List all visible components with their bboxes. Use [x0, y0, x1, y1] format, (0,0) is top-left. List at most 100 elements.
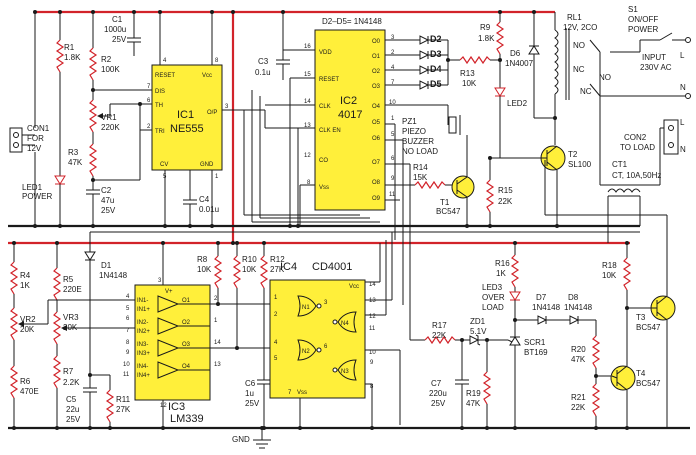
ic1-pin-dis: DIS	[155, 89, 165, 95]
ic4-pin-vss: Vss	[297, 390, 307, 396]
ic2-pin-co: CO	[319, 158, 328, 164]
ic1-pinno-7: 7	[147, 84, 151, 90]
ic1-pinno-2: 2	[147, 124, 151, 130]
ic2-pinno-7: 7	[391, 80, 395, 86]
vr2-label: VR2	[20, 315, 36, 324]
r7-value: 2.2K	[63, 378, 80, 387]
r7-label: R7	[63, 367, 74, 376]
r21-value: 22K	[571, 403, 586, 412]
r9-label: R9	[480, 23, 491, 32]
r14-label: R14	[413, 163, 428, 172]
r16-label: R16	[495, 259, 510, 268]
r15-value: 22K	[498, 197, 513, 206]
ic1-ne555: RESET Vcc DIS TH TRI O/P CV GND IC1 NE55…	[147, 12, 315, 226]
ic2-4017: VDD RESET CLK CLK EN CO Vss O0 O1 O2 O3 …	[265, 12, 396, 226]
capacitor-c1: C1 1000u 25V	[104, 12, 141, 56]
con1-power-input: CON1 FOR 12V	[9, 12, 50, 226]
con1-label: CON1	[27, 124, 50, 133]
ic4-pinno-13: 13	[369, 298, 376, 304]
ic2-pinno-8: 8	[307, 180, 311, 186]
ic2-pin-o1: O1	[372, 54, 381, 60]
ic1-pin-cv: CV	[160, 162, 168, 168]
con2-label: CON2	[624, 133, 647, 142]
ic2-name: IC2	[340, 95, 357, 107]
ic4-pin-vcc: Vcc	[349, 284, 359, 290]
ic1-pin-vcc: Vcc	[202, 73, 212, 79]
zd1-value: 5.1V	[470, 327, 487, 336]
ic3-pin-o3: O3	[182, 342, 191, 348]
input-l: L	[680, 51, 685, 60]
input-value: 230V AC	[640, 63, 672, 72]
ic2-pin-clk: CLK	[319, 104, 331, 110]
load-output: L N CON2 TO LOAD CT1 CT, 10A,50Hz	[599, 118, 686, 243]
d8-label: D8	[568, 293, 579, 302]
ic3-pinno-13: 13	[214, 362, 221, 368]
ic4-pinno-2: 2	[274, 312, 278, 318]
ic1-body	[151, 64, 223, 171]
r10-value: 10K	[242, 265, 257, 274]
ic3-pinno-2: 2	[214, 296, 218, 302]
ic2-pinno-13: 13	[304, 123, 311, 129]
ic3-pinno-7: 7	[126, 328, 130, 334]
t3-label: T3	[636, 313, 646, 322]
ic3-pin-in2p: IN2+	[137, 329, 150, 335]
pz1-desc1: PIEZO	[402, 127, 426, 136]
r18-value: 10K	[602, 271, 617, 280]
ic1-pin-op: O/P	[207, 110, 217, 116]
r1-value: 1.8K	[64, 53, 81, 62]
diodes-note: D2–D5= 1N4148	[322, 17, 382, 26]
ic2-pinno-14: 14	[304, 99, 311, 105]
ic2-pinno-16: 16	[304, 44, 311, 50]
ic4-pinno-3: 3	[324, 300, 328, 306]
ic2-pinno-5: 5	[391, 132, 395, 138]
d3-label: D3	[430, 49, 442, 59]
led3-desc2: LOAD	[482, 303, 504, 312]
t4-label: T4	[636, 369, 646, 378]
led1-desc: POWER	[22, 192, 52, 201]
ic1-pin-reset: RESET	[155, 73, 175, 79]
ic2-pinno-1: 1	[391, 116, 395, 122]
c5-voltage: 25V	[66, 415, 81, 424]
pz1-desc2: BUZZER	[402, 137, 434, 146]
r9-value: 1.8K	[478, 34, 495, 43]
rl1-nc1: NC	[573, 65, 585, 74]
ic3-pinno-1: 1	[214, 318, 218, 324]
t4-value: BC547	[636, 379, 661, 388]
ic3-pin-o1: O1	[182, 298, 191, 304]
rl1-value: 12V, 2CO	[563, 23, 597, 32]
r11-label: R11	[116, 395, 131, 404]
r17-label: R17	[432, 321, 447, 330]
led1-label: LED1	[22, 183, 43, 192]
zd1-label: ZD1	[470, 317, 486, 326]
output-transistors: R20 47K R21 22K T4 BC547 R18 10K T3 BC54…	[544, 160, 676, 428]
con1-voltage: 12V	[27, 144, 42, 153]
r3-value: 47K	[68, 158, 83, 167]
rl1-no1: NO	[573, 41, 585, 50]
c7-value: 220u	[429, 389, 447, 398]
ic1-name: IC1	[177, 109, 194, 121]
r20-label: R20	[571, 345, 586, 354]
r8-label: R8	[197, 255, 208, 264]
c3-label: C3	[258, 57, 269, 66]
con2-n: N	[680, 145, 686, 154]
ic3-pinno-14: 14	[214, 340, 221, 346]
r4-label: R4	[20, 271, 31, 280]
ic2-pinno-11: 11	[389, 192, 396, 198]
c1-voltage: 25V	[112, 35, 127, 44]
ic3-pinno-9: 9	[126, 350, 130, 356]
d1-value: 1N4148	[99, 271, 128, 280]
ic2-pin-o4: O4	[372, 104, 381, 110]
c7-label: C7	[431, 379, 442, 388]
ic3-pinno-6: 6	[126, 316, 130, 322]
ic4-pinno-12: 12	[369, 314, 376, 320]
r6-label: R6	[20, 377, 31, 386]
ic4-gate-n2: N2	[302, 349, 310, 355]
ic2-pinno-10: 10	[389, 100, 396, 106]
ic2-pin-o8: O8	[372, 180, 381, 186]
r5-label: R5	[63, 275, 74, 284]
c5-label: C5	[66, 395, 77, 404]
r20-value: 47K	[571, 355, 586, 364]
r19-value: 47K	[466, 399, 481, 408]
ic4-name: IC4	[280, 261, 297, 273]
c4-value: 0.01u	[199, 205, 219, 214]
